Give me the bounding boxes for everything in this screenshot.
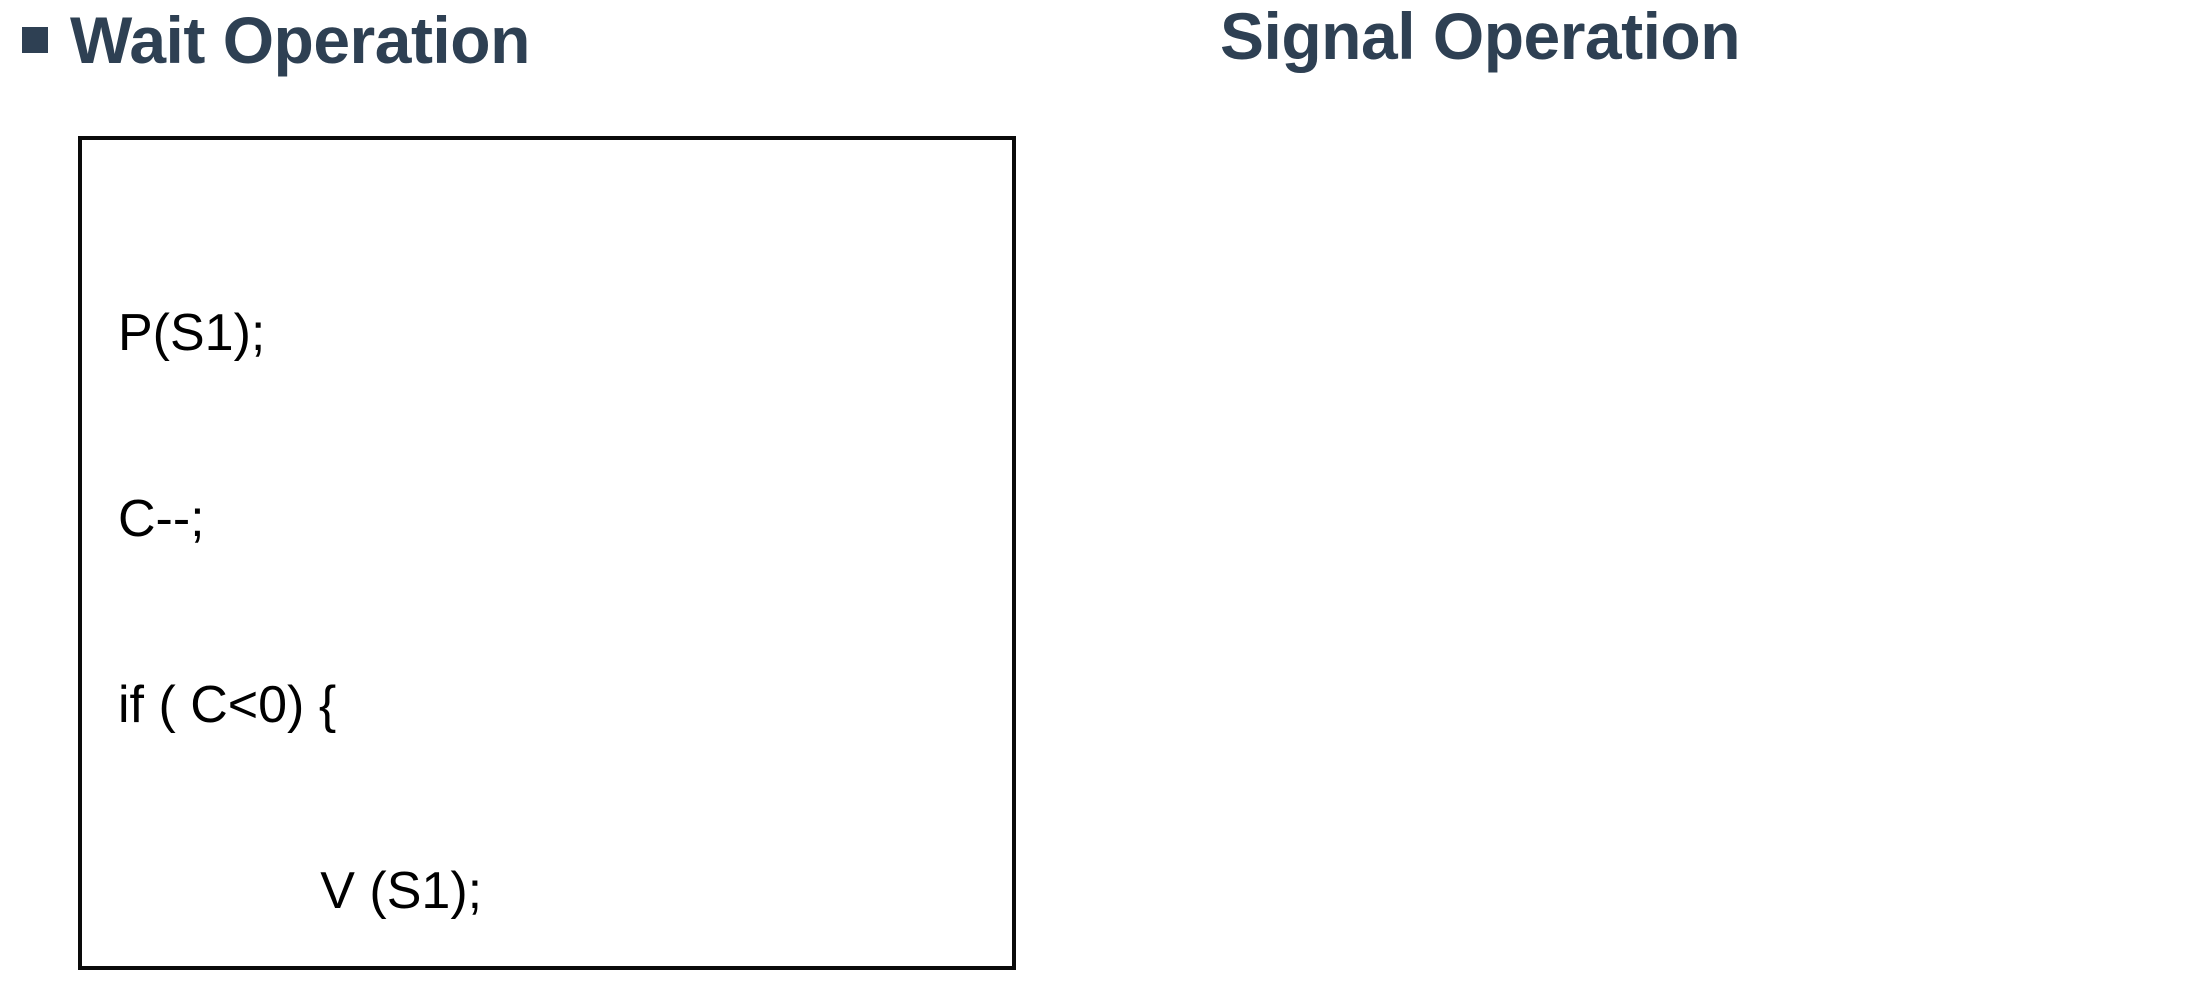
- wait-operation-code-body: P(S1); C--; if ( C<0) { V (S1); P(S2); }…: [118, 178, 1012, 966]
- signal-operation-heading-row: Signal Operation: [1220, 0, 1741, 73]
- code-line: V (S1);: [118, 862, 483, 920]
- wait-operation-code-box: P(S1); C--; if ( C<0) { V (S1); P(S2); }…: [78, 136, 1016, 970]
- code-line: C--;: [118, 490, 205, 548]
- square-bullet-icon: [22, 27, 48, 54]
- code-line: if ( C<0) {: [118, 676, 337, 734]
- wait-operation-title: Wait Operation: [70, 3, 530, 77]
- code-line: P(S1);: [118, 304, 266, 362]
- wait-operation-heading-row: Wait Operation: [22, 4, 530, 77]
- signal-operation-title: Signal Operation: [1220, 0, 1741, 73]
